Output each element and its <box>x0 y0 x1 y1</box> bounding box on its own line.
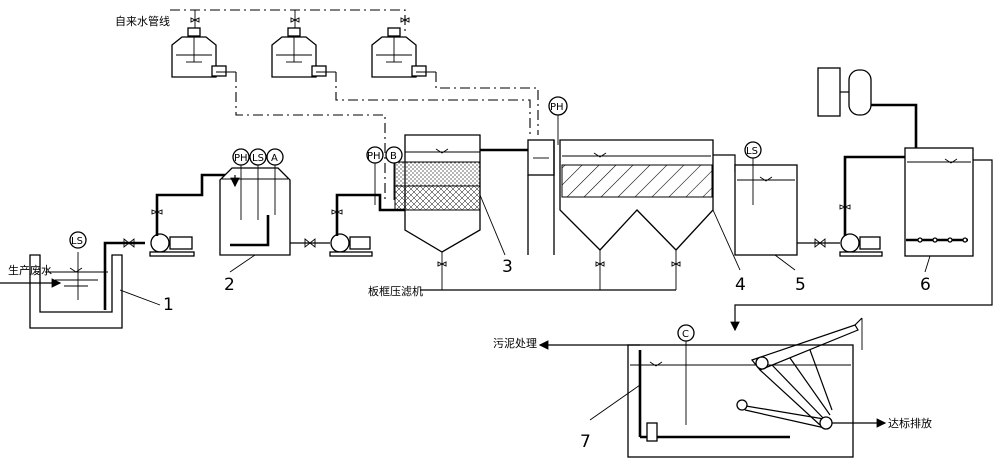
final-tank: C 污泥处理 7 <box>493 324 854 458</box>
ph-label-2: PH <box>234 153 248 164</box>
dosing-tank-3 <box>371 27 417 78</box>
unit-number-7: 7 <box>580 432 591 452</box>
pump-3 <box>814 155 905 257</box>
dosing-lines <box>235 72 539 200</box>
sludge-treatment-label: 污泥处理 <box>493 337 537 350</box>
tap-water-line: 自来水管线 <box>115 9 410 35</box>
pump-1 <box>123 173 228 257</box>
c-label: C <box>682 329 689 340</box>
unit-number-1: 1 <box>163 295 174 315</box>
regulating-tank: PH LS A 2 <box>219 148 291 295</box>
ph-label-3: PH <box>367 151 381 162</box>
unit-number-6: 6 <box>920 275 931 295</box>
dosing-tank-1 <box>171 27 217 78</box>
intermediate-tank: LS 5 <box>734 141 806 295</box>
coagulation-tank: PH B 3 <box>366 134 532 290</box>
blower-box <box>817 67 841 117</box>
tap-water-label: 自来水管线 <box>115 14 170 28</box>
filter-press-label: 板框压滤机 <box>368 284 423 298</box>
unit-number-3: 3 <box>502 257 513 277</box>
sedimentation-tank: PH 4 <box>527 96 746 295</box>
blower-vessel <box>848 69 872 116</box>
ls-label-2: LS <box>252 153 264 164</box>
ph-label-4: PH <box>550 102 564 113</box>
ls-label-5: LS <box>746 146 758 157</box>
pump-2 <box>304 193 405 257</box>
unit-number-2: 2 <box>224 275 235 295</box>
filter-press-line: 板框压滤机 <box>368 284 676 298</box>
scraper-mechanism: 达标排放 <box>736 317 932 430</box>
biological-tank: 6 <box>730 67 993 332</box>
a-label: A <box>271 153 278 164</box>
unit-number-4: 4 <box>735 275 746 295</box>
ls-label-1: LS <box>71 236 83 247</box>
dosing-tank-2 <box>271 27 317 78</box>
b-label: B <box>390 151 397 162</box>
compliant-discharge-label: 达标排放 <box>888 416 932 430</box>
production-wastewater-label: 生产废水 <box>8 263 52 277</box>
collection-pit: LS 生产废水 1 <box>0 231 174 329</box>
dosing-pumps <box>211 65 436 77</box>
unit-number-5: 5 <box>795 275 806 295</box>
